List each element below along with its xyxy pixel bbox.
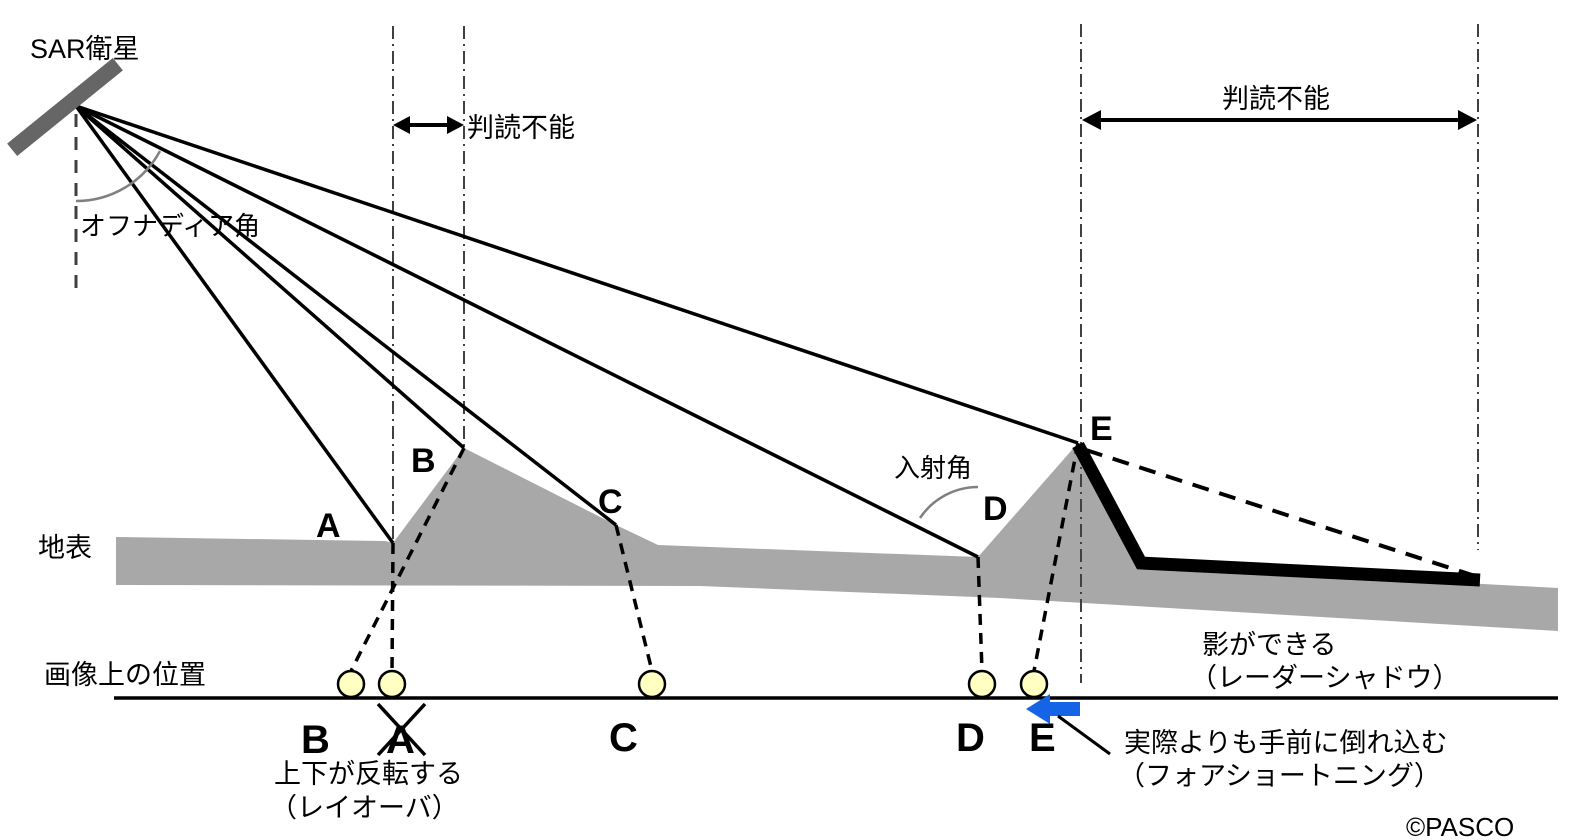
image-label-a: A — [386, 718, 415, 762]
copyright-label: ©PASCO — [1406, 812, 1514, 840]
projection-d — [976, 556, 984, 672]
ground-label: 地表 — [38, 533, 92, 563]
radar-shadow-dashed-edge — [1085, 448, 1479, 579]
beam-to-b — [74, 104, 466, 450]
foreshortening-note-line2: （フォアショートニング） — [1118, 761, 1441, 791]
foreshortening-pointer-line — [1057, 714, 1111, 756]
projection-a — [390, 542, 395, 672]
unreadable-left-arrow-icon — [393, 116, 464, 134]
image-position-label: 画像上の位置 — [44, 660, 206, 690]
terrain-label-c: C — [598, 483, 623, 521]
image-label-c: C — [609, 716, 638, 760]
unreadable-right-label: 判読不能 — [1222, 84, 1330, 114]
unreadable-left-label: 判読不能 — [467, 113, 575, 143]
image-marker-b — [336, 669, 366, 699]
terrain-label-d: D — [983, 490, 1008, 528]
image-label-b: B — [301, 718, 330, 762]
beam-to-e — [75, 104, 1079, 445]
image-marker-d — [967, 669, 997, 699]
terrain-surface — [116, 443, 1558, 631]
image-label-e: E — [1029, 716, 1056, 760]
off-nadir-angle-label: オフナディア角 — [80, 211, 260, 241]
layover-note-line2: （レイオーバ） — [270, 793, 459, 823]
incidence-angle-arc — [918, 485, 979, 519]
image-marker-a — [377, 669, 407, 699]
terrain-label-a: A — [316, 507, 341, 545]
beam-to-a — [74, 104, 395, 545]
image-marker-c — [637, 669, 667, 699]
image-label-d: D — [956, 716, 985, 760]
beam-to-c — [74, 104, 618, 527]
off-nadir-angle-arc — [75, 150, 162, 203]
unreadable-right-arrow-icon — [1082, 110, 1477, 130]
shadow-note-line2: （レーダーシャドウ） — [1190, 663, 1459, 693]
sar-satellite-icon — [7, 57, 123, 157]
beam-to-d — [75, 104, 979, 559]
image-marker-e — [1019, 669, 1049, 699]
projection-b — [349, 447, 466, 672]
terrain-label-b: B — [411, 442, 436, 480]
incidence-angle-label: 入射角 — [894, 453, 972, 483]
shadow-note-line1: 影ができる — [1202, 630, 1336, 660]
satellite-label: SAR衛星 — [30, 34, 140, 64]
foreshortening-note-line1: 実際よりも手前に倒れ込む — [1124, 728, 1447, 758]
foreshortening-arrow-icon — [1026, 694, 1080, 724]
projection-e — [1032, 442, 1080, 672]
layover-note-line1: 上下が反転する — [274, 759, 463, 789]
projection-c — [614, 524, 654, 672]
terrain-label-e: E — [1090, 410, 1113, 448]
radar-shadow-thick-line — [1072, 441, 1481, 587]
x-cross-icon — [376, 702, 427, 757]
